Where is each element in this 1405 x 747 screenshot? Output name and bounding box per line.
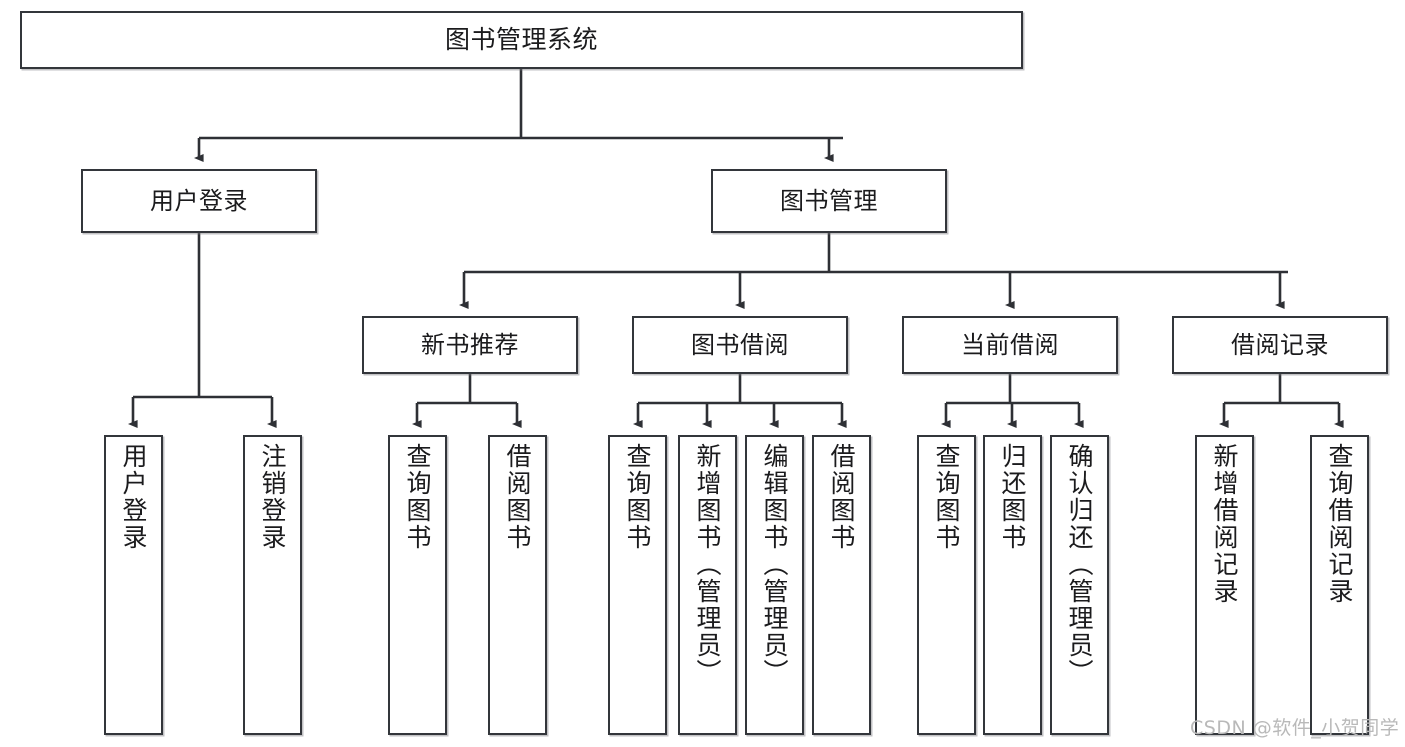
node-leaf-user-login[interactable]: 用户登录	[104, 435, 163, 735]
node-leaf-borrow-book-2[interactable]: 借阅图书	[812, 435, 871, 735]
node-label: 新增借阅记录	[1210, 443, 1239, 605]
node-label: 归还图书	[998, 443, 1027, 551]
node-borrow-record[interactable]: 借阅记录	[1172, 316, 1388, 374]
node-current-borrow[interactable]: 当前借阅	[902, 316, 1118, 374]
node-leaf-query-book-3[interactable]: 查询图书	[917, 435, 976, 735]
node-root-book-management-system[interactable]: 图书管理系统	[20, 11, 1023, 69]
node-label: 图书管理	[780, 186, 878, 215]
node-label: 借阅记录	[1231, 330, 1329, 359]
node-leaf-query-book-1[interactable]: 查询图书	[388, 435, 447, 735]
node-book-borrow[interactable]: 图书借阅	[632, 316, 848, 374]
node-label: 用户登录	[150, 186, 248, 215]
node-label: 注销登录	[258, 443, 287, 551]
node-label: 查询借阅记录	[1325, 443, 1354, 605]
node-leaf-add-book[interactable]: 新增图书（管理员）	[678, 435, 737, 735]
node-label: 确认归还（管理员）	[1065, 443, 1094, 686]
node-leaf-query-record[interactable]: 查询借阅记录	[1310, 435, 1369, 735]
node-leaf-user-logout[interactable]: 注销登录	[243, 435, 302, 735]
node-leaf-add-record[interactable]: 新增借阅记录	[1195, 435, 1254, 735]
node-leaf-edit-book[interactable]: 编辑图书（管理员）	[745, 435, 804, 735]
node-leaf-query-book-2[interactable]: 查询图书	[608, 435, 667, 735]
node-label: 用户登录	[119, 443, 148, 551]
node-label: 图书借阅	[691, 330, 789, 359]
node-label: 新增图书（管理员）	[693, 443, 722, 686]
node-book-management[interactable]: 图书管理	[711, 169, 947, 233]
node-label: 新书推荐	[421, 330, 519, 359]
node-label: 图书管理系统	[444, 25, 598, 54]
node-label: 当前借阅	[961, 330, 1059, 359]
node-leaf-return-book[interactable]: 归还图书	[983, 435, 1042, 735]
node-leaf-confirm-return[interactable]: 确认归还（管理员）	[1050, 435, 1109, 735]
node-leaf-borrow-book-1[interactable]: 借阅图书	[488, 435, 547, 735]
node-label: 查询图书	[403, 443, 432, 551]
node-label: 借阅图书	[827, 443, 856, 551]
node-new-book-recommend[interactable]: 新书推荐	[362, 316, 578, 374]
node-label: 查询图书	[623, 443, 652, 551]
node-label: 查询图书	[932, 443, 961, 551]
node-label: 编辑图书（管理员）	[760, 443, 789, 686]
node-user-login[interactable]: 用户登录	[81, 169, 317, 233]
node-label: 借阅图书	[503, 443, 532, 551]
